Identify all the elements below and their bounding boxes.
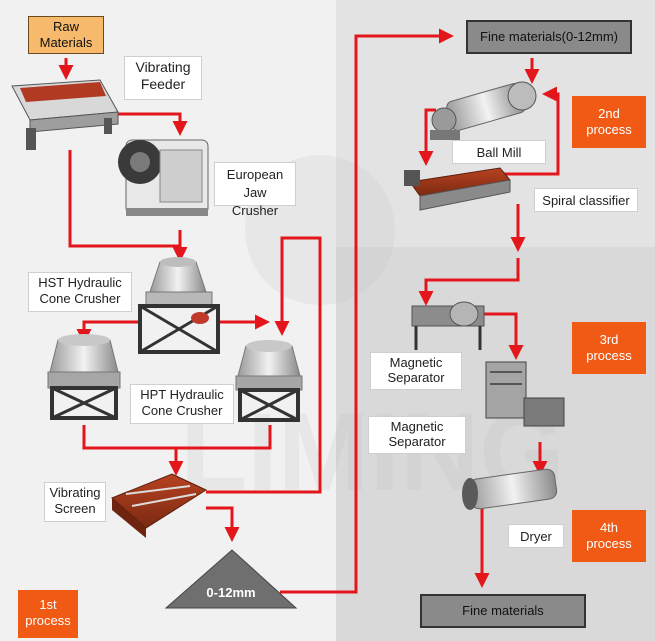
process-1st-box: 1st process xyxy=(18,590,78,638)
hst-cone-crusher-machine xyxy=(138,257,220,354)
arrow-feeder-to-jaw xyxy=(100,112,188,136)
arrow-pile-to-fine xyxy=(280,28,454,594)
fine-materials-top-box: Fine materials(0-12mm) xyxy=(466,20,632,54)
arrow-feeder-bypass xyxy=(68,150,180,248)
label-pile-0-12mm: 0-12mm xyxy=(206,585,256,600)
product-pile xyxy=(164,549,298,609)
jaw-crusher-machine xyxy=(118,139,209,216)
label-magnetic-separator-1: Magnetic Separator xyxy=(370,352,462,390)
fine-materials-bottom-box: Fine materials xyxy=(420,594,586,628)
process-3rd-box: 3rd process xyxy=(572,322,646,374)
label-dryer: Dryer xyxy=(508,524,564,548)
arrow-screen-to-pile xyxy=(206,506,240,542)
label-vibrating-feeder: Vibrating Feeder xyxy=(124,56,202,100)
magnetic-separator-2-machine xyxy=(485,361,565,427)
label-magnetic-separator-2: Magnetic Separator xyxy=(368,416,466,454)
arrow-hst-to-hpt-left xyxy=(76,320,140,344)
label-hpt-cone-crusher: HPT Hydraulic Cone Crusher xyxy=(130,384,234,424)
process-4th-box: 4th process xyxy=(572,510,646,562)
arrow-to-mag-sep-1 xyxy=(418,258,520,306)
dryer-machine xyxy=(462,468,558,510)
magnetic-separator-1-machine xyxy=(411,301,485,350)
label-ball-mill: Ball Mill xyxy=(452,140,546,164)
arrow-ballmill-to-spiral xyxy=(418,108,436,166)
arrow-screen-return-loop xyxy=(206,236,322,494)
hpt-cone-crusher-left-machine xyxy=(47,334,121,420)
vibrating-screen-machine xyxy=(111,473,208,538)
hpt-cone-crusher-right-machine xyxy=(235,340,303,422)
spiral-classifier-machine xyxy=(404,167,511,211)
arrow-spiral-return xyxy=(502,86,560,176)
arrow-mag1-to-mag2 xyxy=(484,312,524,360)
label-hst-cone-crusher: HST Hydraulic Cone Crusher xyxy=(28,272,132,312)
ball-mill-machine xyxy=(430,81,537,140)
process-2nd-box: 2nd process xyxy=(572,96,646,148)
raw-materials-box: Raw Materials xyxy=(28,16,104,54)
label-jaw-crusher: European Jaw Crusher xyxy=(214,162,296,218)
label-vibrating-screen: Vibrating Screen xyxy=(44,482,106,522)
label-spiral-classifier: Spiral classifier xyxy=(534,188,638,212)
vibrating-feeder-machine xyxy=(11,79,119,150)
